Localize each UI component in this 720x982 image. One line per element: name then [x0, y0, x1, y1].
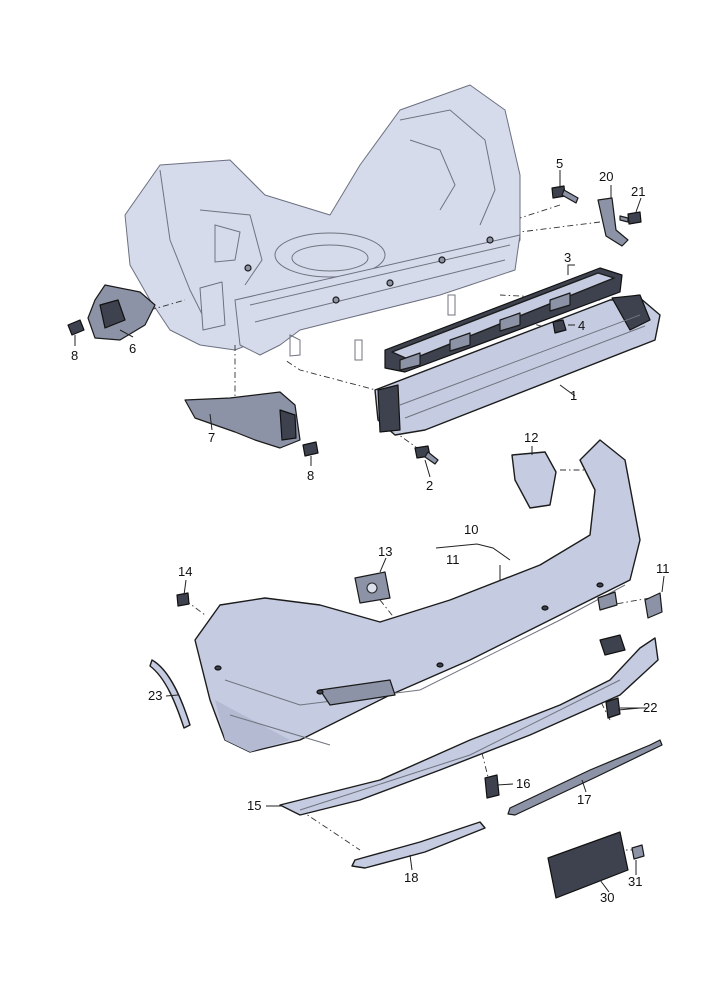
part-8-nut-upper	[67, 319, 85, 336]
part-18-lower-trim	[351, 821, 486, 869]
part-12-cover	[511, 451, 557, 509]
callout-31: 31	[628, 874, 642, 889]
callout-2: 2	[426, 478, 433, 493]
callout-18: 18	[404, 870, 418, 885]
callout-12: 12	[524, 430, 538, 445]
callout-15: 15	[247, 798, 261, 813]
callout-16: 16	[516, 776, 530, 791]
part-3-impact-absorber	[384, 267, 623, 373]
part-6-left-bracket	[87, 284, 156, 341]
callout-21: 21	[631, 184, 645, 199]
callout-5: 5	[556, 156, 563, 171]
part-14-bolt	[176, 592, 190, 607]
part-16-clip	[484, 774, 500, 799]
callout-1: 1	[570, 388, 577, 403]
callout-10: 10	[464, 522, 478, 537]
callout-4: 4	[578, 318, 585, 333]
callout-labels: 5 20 21 3 4 1 6 8 7 8 2 12 10 11 13 14 1…	[71, 156, 670, 905]
callout-11-center: 11	[446, 552, 460, 567]
part-15-diffuser	[279, 634, 659, 816]
callout-8-lower: 8	[307, 468, 314, 483]
callout-6: 6	[129, 341, 136, 356]
callout-20: 20	[599, 169, 613, 184]
leader-lines	[74, 170, 665, 893]
part-13-bracket	[354, 571, 391, 604]
callout-23: 23	[148, 688, 162, 703]
part-17-trim-strip	[507, 739, 663, 816]
callout-14: 14	[178, 564, 192, 579]
part-20-bracket	[597, 197, 629, 247]
part-21-bolt	[619, 211, 642, 225]
part-10-bumper-cover	[194, 439, 641, 753]
callout-30: 30	[600, 890, 614, 905]
callout-22: 22	[643, 700, 657, 715]
callout-3: 3	[564, 250, 571, 265]
part-8-nut-lower	[302, 441, 319, 457]
callout-13: 13	[378, 544, 392, 559]
part-4-nut	[552, 319, 567, 334]
part-22-clip	[605, 697, 621, 719]
vehicle-body-rear-structure	[124, 84, 521, 361]
callout-17: 17	[577, 792, 591, 807]
part-23-trim-strip	[149, 659, 191, 729]
callout-7: 7	[208, 430, 215, 445]
part-2-bolt	[414, 445, 439, 465]
part-11-clip	[644, 592, 663, 619]
part-7-right-bracket	[184, 391, 301, 449]
callout-8-upper: 8	[71, 348, 78, 363]
callout-11-right: 11	[656, 561, 670, 576]
part-31-screw	[631, 844, 645, 860]
part-1-bumper-beam	[374, 294, 661, 436]
part-5-bolt	[551, 185, 579, 204]
part-30-license-plate-bracket	[547, 831, 629, 899]
